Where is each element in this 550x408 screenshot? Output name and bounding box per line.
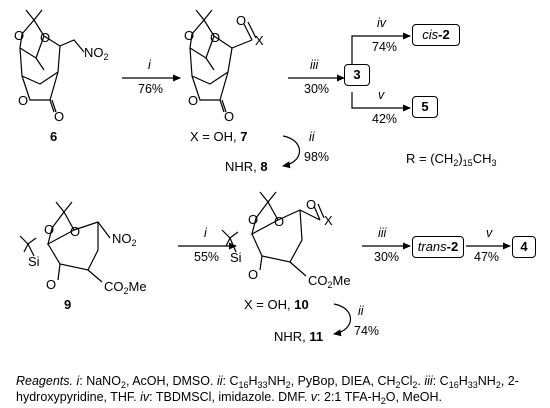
r-definition: R = (CH2)15CH3: [406, 151, 497, 168]
step-label: iii: [310, 58, 319, 72]
silicon-atom: Si: [28, 254, 40, 269]
yield-label: 76%: [138, 82, 164, 96]
compound-box-4: 4: [512, 236, 536, 258]
step-label: iii: [378, 226, 387, 240]
atom-o: O: [40, 30, 51, 45]
nitro-group: NO2: [112, 231, 137, 248]
atom-o: O: [210, 30, 221, 45]
x-definition: X = OH, 7: [190, 129, 248, 144]
step-label: i: [148, 58, 151, 72]
compound-box-trans-2: trans-2: [412, 236, 464, 258]
step-label: iv: [377, 16, 387, 30]
yield-label: 47%: [474, 250, 500, 264]
compound-box-5: 5: [412, 96, 438, 118]
atom-o: O: [188, 93, 199, 108]
atom-o: O: [224, 109, 235, 124]
atom-o: O: [184, 28, 195, 43]
atom-o: O: [248, 212, 259, 227]
structure-7: [189, 9, 257, 113]
atom-o: O: [44, 222, 55, 237]
x-group: X: [324, 213, 333, 228]
step-label: i: [204, 226, 207, 240]
nhr-definition: NHR, 8: [225, 159, 268, 174]
atom-o: O: [274, 214, 285, 229]
reagents-caption: Reagents. i: NaNO2, AcOH, DMSO. ii: C16H…: [16, 374, 519, 406]
compound-box-3: 3: [344, 64, 370, 86]
atom-o: O: [306, 197, 317, 212]
yield-label: 55%: [194, 250, 220, 264]
yield-label: 98%: [304, 150, 330, 164]
compound-label-6: 6: [50, 129, 58, 144]
x-definition: X = OH, 10: [244, 297, 309, 312]
x-group: X: [255, 33, 264, 48]
yield-label: 42%: [372, 112, 398, 126]
atom-o: O: [46, 277, 57, 292]
atom-o: O: [14, 28, 25, 43]
structure-6: [19, 9, 85, 113]
ester-group: CO2Me: [104, 279, 147, 296]
yield-label: 30%: [374, 250, 400, 264]
step-label: v: [486, 226, 493, 240]
nhr-definition: NHR, 11: [274, 329, 324, 344]
atom-o: O: [70, 224, 81, 239]
silicon-atom: Si: [230, 250, 242, 265]
ester-group: CO2Me: [308, 273, 351, 290]
compound-box-cis-2: cis-2: [412, 24, 460, 46]
atom-o: O: [236, 13, 247, 28]
atom-o: O: [248, 267, 259, 282]
compound-label-9: 9: [64, 297, 72, 312]
structure-9: [19, 201, 111, 283]
yield-label: 30%: [304, 82, 330, 96]
atom-o: O: [54, 109, 65, 124]
yield-label: 74%: [354, 324, 380, 338]
atom-o: O: [18, 93, 29, 108]
step-label: v: [378, 88, 385, 102]
step-label: ii: [309, 130, 315, 144]
yield-label: 74%: [372, 40, 398, 54]
nitro-group: NO2: [84, 45, 109, 62]
step-label: ii: [358, 304, 364, 318]
